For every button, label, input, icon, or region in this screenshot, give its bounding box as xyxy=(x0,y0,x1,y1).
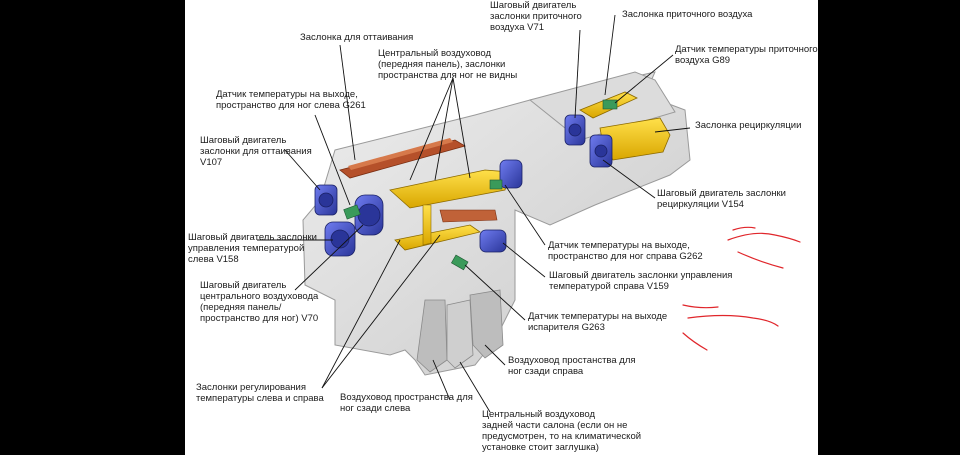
label-rear-left-duct: Воздуховод пространства для ног сзади сл… xyxy=(340,392,473,414)
divider-duct xyxy=(439,209,498,223)
handwritten-red-marks xyxy=(682,226,801,351)
red-mark-lower-2 xyxy=(682,304,719,309)
label-recirculation-flap: Заслонка рециркуляции xyxy=(695,120,802,131)
motor-v158 xyxy=(324,221,356,257)
motor-v154 xyxy=(589,134,613,168)
label-central-duct: Центральный воздуховод (передняя панель)… xyxy=(378,48,518,81)
label-outlet-temp-right: Датчик температуры на выходе, пространст… xyxy=(548,240,703,262)
label-temp-flaps: Заслонки регулирования температуры слева… xyxy=(196,382,324,404)
label-stepper-fresh-air: Шаговый двигатель заслонки приточного во… xyxy=(490,0,582,33)
rear-duct-center xyxy=(446,299,474,369)
label-rear-central-duct: Центральный воздуховод задней части сало… xyxy=(482,409,642,453)
climate-unit-illustration xyxy=(302,71,691,376)
sensor-g261 xyxy=(343,204,361,220)
label-evaporator-sensor: Датчик температуры на выходе испарителя … xyxy=(528,311,668,333)
sensor-g262 xyxy=(489,179,503,190)
motor-center-top xyxy=(499,159,523,189)
temp-flap-vertical xyxy=(422,204,432,246)
label-stepper-temp-right: Шаговый двигатель заслонки управления те… xyxy=(549,270,733,292)
red-mark-upper-3 xyxy=(737,251,784,269)
red-mark-lower-3 xyxy=(682,332,708,351)
label-stepper-temp-left: Шаговый двигатель заслонки управления те… xyxy=(188,232,317,265)
label-defrost-flap: Заслонка для оттаивания xyxy=(300,32,414,43)
label-stepper-defrost: Шаговый двигатель заслонки для оттаивани… xyxy=(200,135,312,168)
motor-v107 xyxy=(314,184,338,216)
label-fresh-air-flap: Заслонка приточного воздуха xyxy=(622,9,753,20)
red-mark-upper-2 xyxy=(732,226,756,231)
motor-v71 xyxy=(564,114,586,146)
diagram-panel: Шаговый двигатель заслонки приточного во… xyxy=(185,0,818,455)
red-mark-lower-1 xyxy=(687,314,779,327)
label-fresh-air-temp-sensor: Датчик температуры приточного воздуха G8… xyxy=(675,44,818,66)
red-mark-upper-1 xyxy=(727,232,801,243)
sensor-g89 xyxy=(602,99,618,110)
rear-duct-right xyxy=(469,289,504,359)
motor-v159 xyxy=(479,229,507,253)
label-outlet-temp-left: Датчик температуры на выходе, пространст… xyxy=(216,89,366,111)
label-stepper-recirculation: Шаговый двигатель заслонки рециркуляции … xyxy=(657,188,786,210)
motor-v70 xyxy=(354,194,384,236)
temp-flap-left xyxy=(394,224,481,251)
rear-duct-left xyxy=(416,299,448,373)
label-rear-right-duct: Воздуховод простанства для ног сзади спр… xyxy=(508,355,636,377)
callout-lines xyxy=(257,14,691,413)
label-stepper-central: Шаговый двигатель центрального воздухово… xyxy=(200,280,319,324)
